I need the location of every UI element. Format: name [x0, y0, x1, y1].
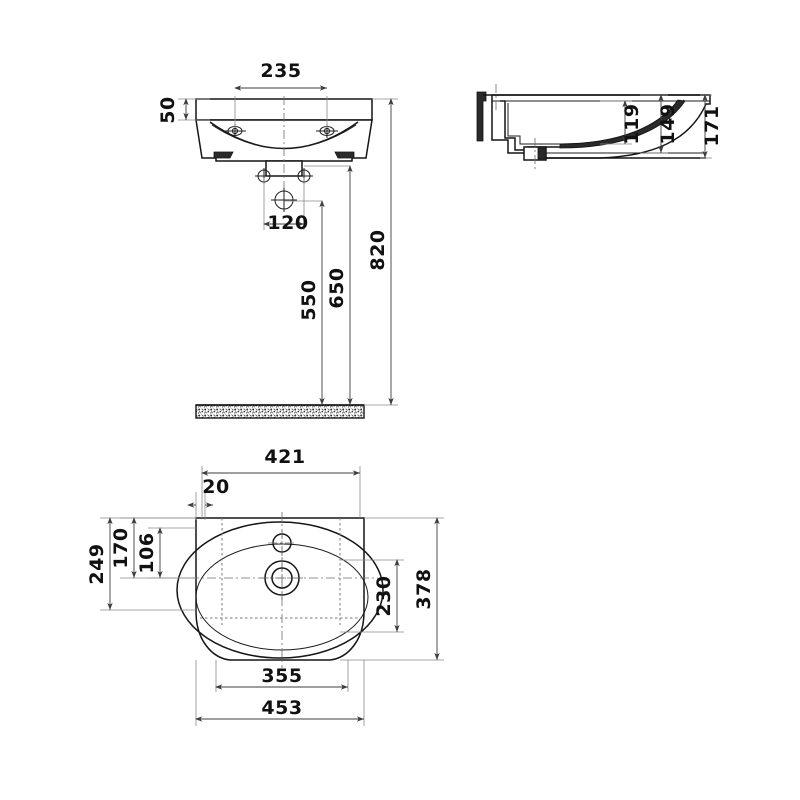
plan-bowl-outer-ellipse	[176, 521, 384, 659]
dimension-170: 170	[110, 517, 196, 579]
dimension-label-171: 171	[701, 105, 723, 146]
dimension-label-421: 421	[264, 446, 305, 468]
dimension-label-550: 550	[298, 279, 320, 320]
dimension-120: 120	[263, 178, 308, 234]
tap-hole	[268, 530, 296, 557]
dimension-label-120: 120	[267, 212, 308, 234]
dimension-label-650: 650	[326, 267, 348, 308]
dimension-550: 550	[284, 200, 325, 405]
side-section-view: 119 149 171	[476, 84, 723, 170]
dimension-230: 230	[340, 559, 404, 633]
dimension-235: 235	[234, 60, 328, 128]
dimension-650: 650	[304, 165, 353, 405]
dimension-label-50: 50	[157, 96, 179, 123]
dimension-453: 453	[195, 660, 365, 726]
floor-hatch-band	[195, 404, 365, 419]
section-waste-stub-shade	[537, 147, 547, 160]
front-elevation-view: 235 50 120 550 650	[157, 60, 398, 419]
plan-outer-outline	[195, 517, 365, 661]
dimension-820: 820	[364, 98, 398, 406]
basin-body-profile	[195, 119, 373, 162]
bracket-right	[334, 151, 355, 159]
bracket-left	[213, 151, 234, 159]
dimension-label-820: 820	[367, 229, 389, 270]
dimension-106: 106	[136, 527, 196, 579]
dimension-label-20: 20	[202, 476, 229, 498]
dimension-label-355: 355	[261, 665, 302, 687]
dimension-label-230: 230	[373, 575, 395, 616]
drain-outlet	[260, 557, 304, 600]
wall-fixing-block	[476, 91, 487, 142]
dimension-355: 355	[215, 660, 349, 692]
dimension-label-149: 149	[657, 103, 679, 144]
dimension-20: 20	[187, 476, 229, 520]
dimension-171: 171	[700, 94, 723, 159]
dimension-label-106: 106	[136, 532, 158, 573]
dimension-149: 149	[640, 94, 679, 154]
dimension-50: 50	[157, 96, 210, 124]
waste-trap-circle	[271, 188, 297, 212]
dimension-label-249: 249	[86, 543, 108, 584]
dimension-119: 119	[600, 100, 643, 145]
dimension-label-119: 119	[621, 103, 643, 144]
dimension-378: 378	[340, 517, 444, 661]
dimension-label-453: 453	[261, 697, 302, 719]
dimension-label-235: 235	[260, 60, 301, 82]
plan-view: 421 20 453 355 249	[86, 446, 444, 726]
dimension-421: 421	[201, 446, 361, 518]
dimension-label-378: 378	[413, 568, 435, 609]
dimension-label-170: 170	[110, 527, 132, 568]
